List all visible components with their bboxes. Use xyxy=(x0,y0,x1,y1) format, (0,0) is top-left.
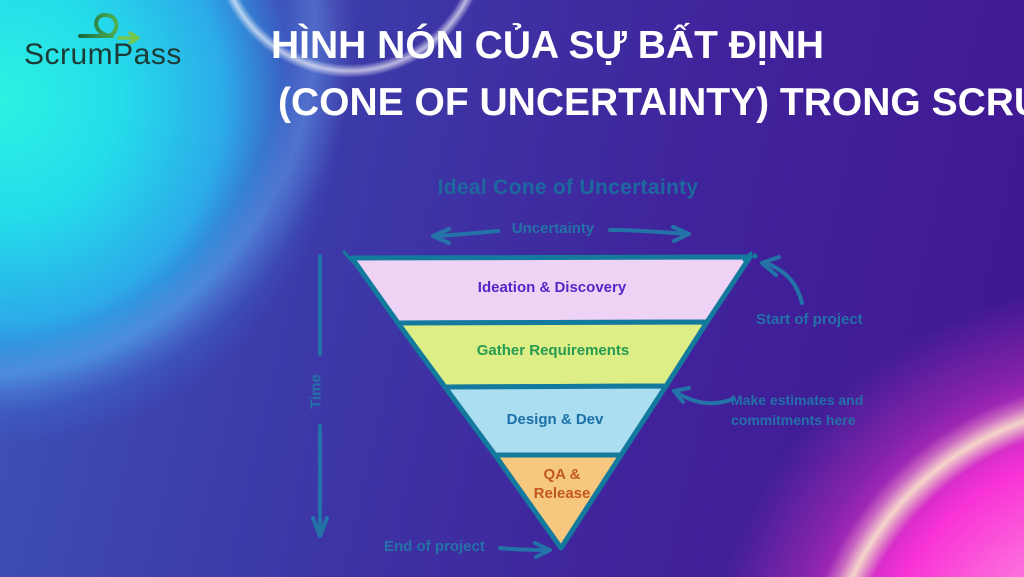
time-axis-arrow xyxy=(311,254,329,538)
hand-drawn-tick-right xyxy=(742,251,753,262)
page-title-line1: HÌNH NÓN CỦA SỰ BẤT ĐỊNH xyxy=(271,24,825,67)
brand-name: ScrumPass xyxy=(24,38,182,71)
funnel-label-qa-release: QA & Release xyxy=(533,466,591,502)
end-of-project-arrow xyxy=(498,541,552,559)
page-title: HÌNH NÓN CỦA SỰ BẤT ĐỊNH (CONE OF UNCERT… xyxy=(271,17,1024,131)
funnel-layer-qa-release xyxy=(492,452,624,551)
y-axis-label: Time xyxy=(307,374,325,409)
diagram-heading: Ideal Cone of Uncertainty xyxy=(437,176,699,199)
funnel-label-requirements: Gather Requirements xyxy=(476,342,630,359)
start-of-project-arrow xyxy=(760,255,804,305)
scrum-loop-arrow-icon xyxy=(78,12,144,44)
x-axis-label: Uncertainty xyxy=(511,220,595,237)
annotation-make-estimates: Make estimates and commitments here xyxy=(731,392,864,429)
annotation-end-of-project: End of project xyxy=(384,538,485,555)
hand-drawn-tick-left xyxy=(342,250,354,263)
estimates-arrow xyxy=(672,386,735,406)
funnel-label-ideation: Ideation & Discovery xyxy=(477,279,627,296)
uncertainty-right-arrow xyxy=(608,225,691,243)
page-title-line2: (CONE OF UNCERTAINTY) TRONG SCRUM xyxy=(278,81,1024,124)
hand-drawn-dot xyxy=(752,253,758,259)
annotation-start-of-project: Start of project xyxy=(756,311,863,328)
uncertainty-left-arrow xyxy=(431,227,500,245)
funnel-label-design-dev: Design & Dev xyxy=(506,411,604,428)
